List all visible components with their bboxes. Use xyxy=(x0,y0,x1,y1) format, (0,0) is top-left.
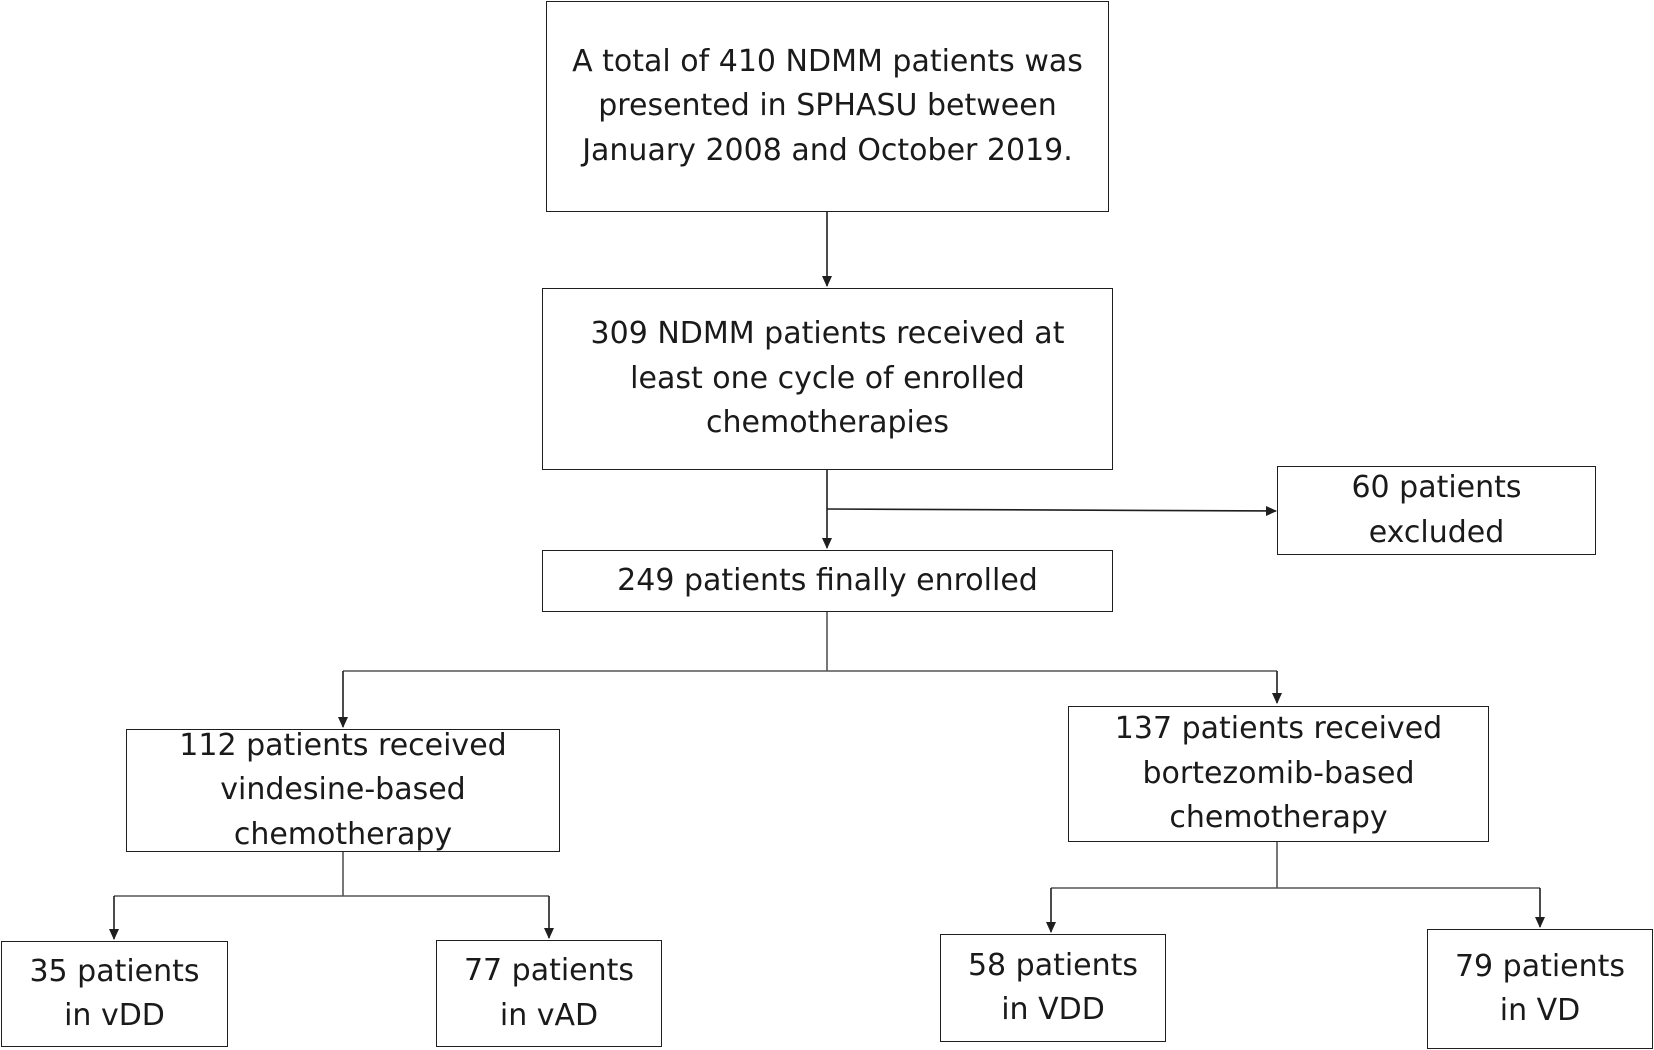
box-bortezomib-based: 137 patients received bortezomib-based c… xyxy=(1068,706,1489,842)
box-total-patients-text: A total of 410 NDMM patients was present… xyxy=(572,43,1083,168)
box-vd-text: 79 patients in VD xyxy=(1454,948,1626,1028)
box-excluded: 60 patients excluded xyxy=(1277,466,1596,555)
box-vdd-upper: 58 patients in VDD xyxy=(940,934,1166,1042)
box-vdd-lower: 35 patients in vDD xyxy=(1,941,228,1047)
box-finally-enrolled: 249 patients finally enrolled xyxy=(542,550,1113,612)
box-received-chemotherapy-text: 309 NDMM patients received at least one … xyxy=(590,316,1065,441)
box-bortezomib-based-text: 137 patients received bortezomib-based c… xyxy=(1114,711,1443,836)
box-vad: 77 patients in vAD xyxy=(436,940,662,1047)
box-finally-enrolled-text: 249 patients finally enrolled xyxy=(617,562,1038,598)
box-vdd-lower-text: 35 patients in vDD xyxy=(29,953,200,1033)
box-excluded-text: 60 patients excluded xyxy=(1351,470,1522,550)
box-vdd-upper-text: 58 patients in VDD xyxy=(967,947,1139,1027)
box-vindesine-based-text: 112 patients received vindesine-based ch… xyxy=(179,727,507,852)
box-vad-text: 77 patients in vAD xyxy=(463,953,635,1033)
arrow-to-excluded xyxy=(826,505,1277,516)
box-received-chemotherapy: 309 NDMM patients received at least one … xyxy=(542,288,1113,470)
box-total-patients: A total of 410 NDMM patients was present… xyxy=(546,1,1109,212)
box-vd: 79 patients in VD xyxy=(1427,929,1653,1049)
box-vindesine-based: 112 patients received vindesine-based ch… xyxy=(126,728,560,852)
